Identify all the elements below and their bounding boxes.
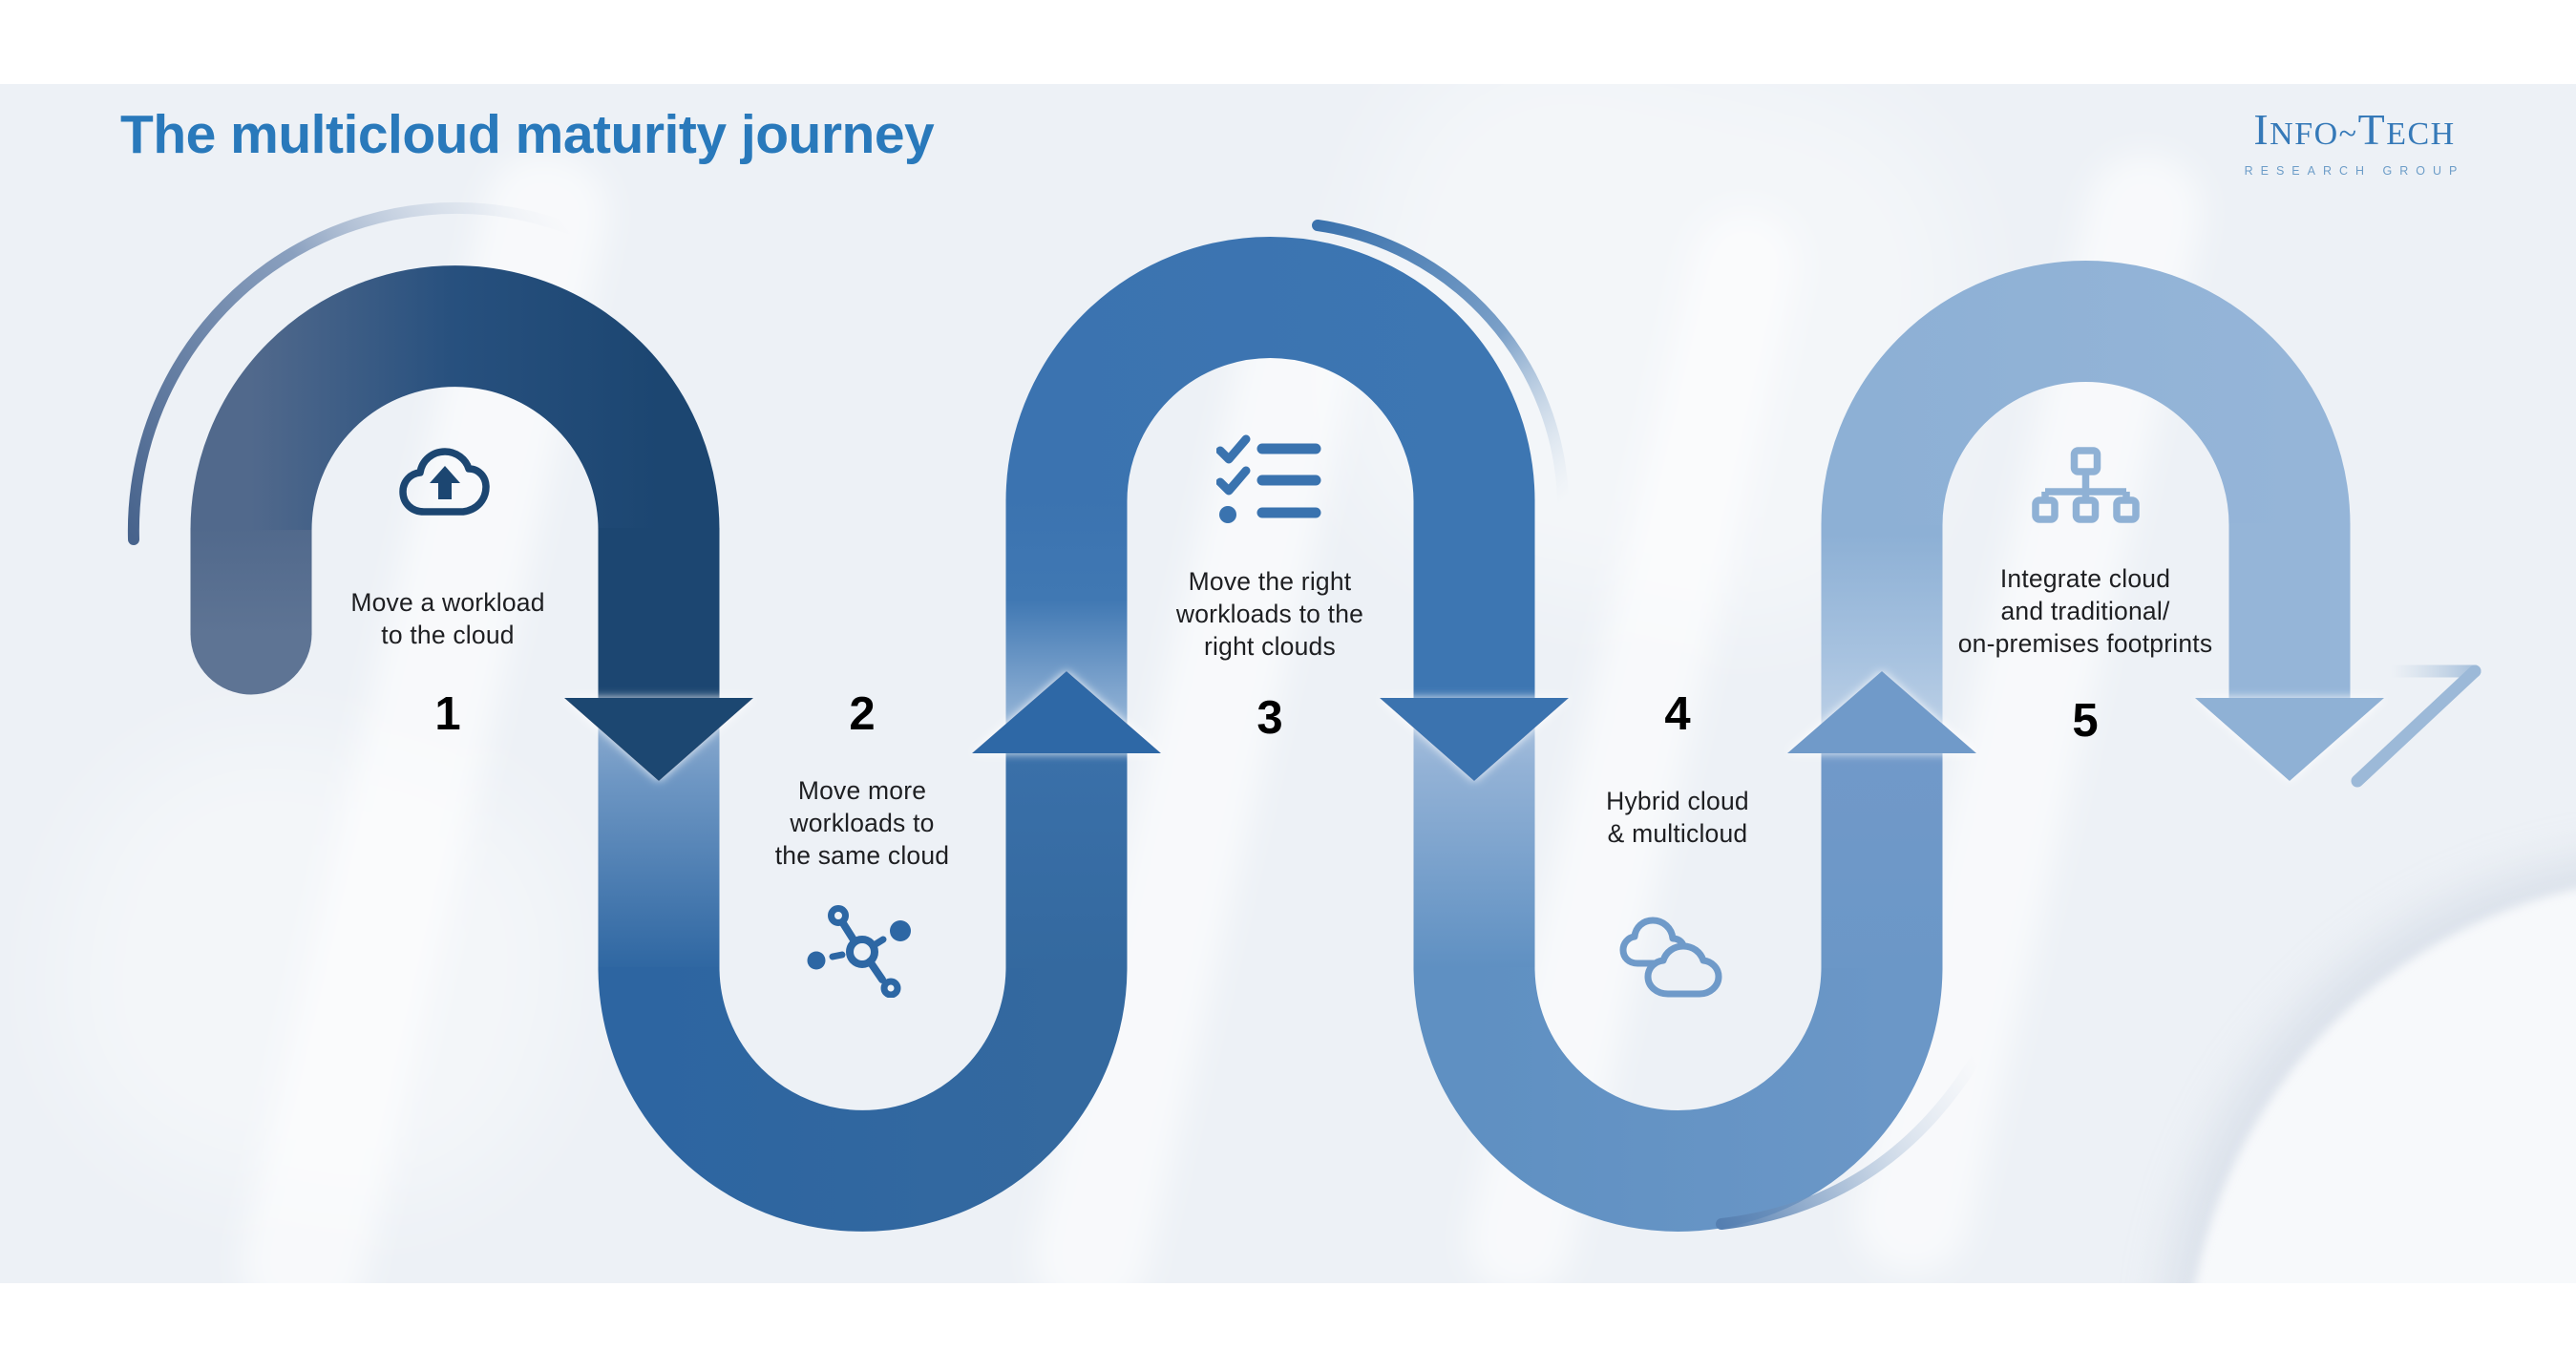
stage1-caption: Move a workload to the cloud (350, 588, 545, 649)
logo-wordmark: INFO~TECH (2253, 105, 2456, 154)
clouds-icon (1618, 909, 1737, 1005)
arrow-up-icon (1787, 671, 1976, 753)
stage5-caption: Integrate cloud and traditional/ on-prem… (1957, 564, 2213, 658)
network-nodes-icon (807, 902, 918, 1002)
stage2-caption: Move more workloads to the same cloud (774, 776, 950, 870)
stage2-number: 2 (849, 688, 876, 740)
decorative-arc (1716, 1052, 1982, 1230)
decorative-flourish (2351, 664, 2481, 788)
stage3-number: 3 (1256, 692, 1283, 744)
arrow-down-icon (2195, 698, 2384, 781)
stage4-number: 4 (1664, 688, 1691, 740)
decorative-arc (127, 201, 577, 545)
sitemap-icon (2028, 447, 2143, 547)
stage5-number: 5 (2072, 695, 2099, 747)
stage4-caption: Hybrid cloud & multicloud (1606, 787, 1749, 848)
infotech-logo: INFO~TECH RESEARCH GROUP (2232, 105, 2477, 179)
cloud-upload-icon (395, 445, 500, 524)
arrow-up-icon (972, 671, 1161, 753)
page-title: The multicloud maturity journey (120, 104, 935, 165)
stage1-number: 1 (434, 688, 461, 740)
logo-subtitle: RESEARCH GROUP (2244, 164, 2465, 178)
arrow-down-icon (564, 698, 753, 781)
checklist-icon (1215, 434, 1323, 529)
arrow-down-icon (1380, 698, 1569, 781)
stage1-arch (190, 265, 720, 703)
decorative-arc (1312, 220, 1569, 507)
stage3-caption: Move the right workloads to the right cl… (1175, 567, 1364, 661)
